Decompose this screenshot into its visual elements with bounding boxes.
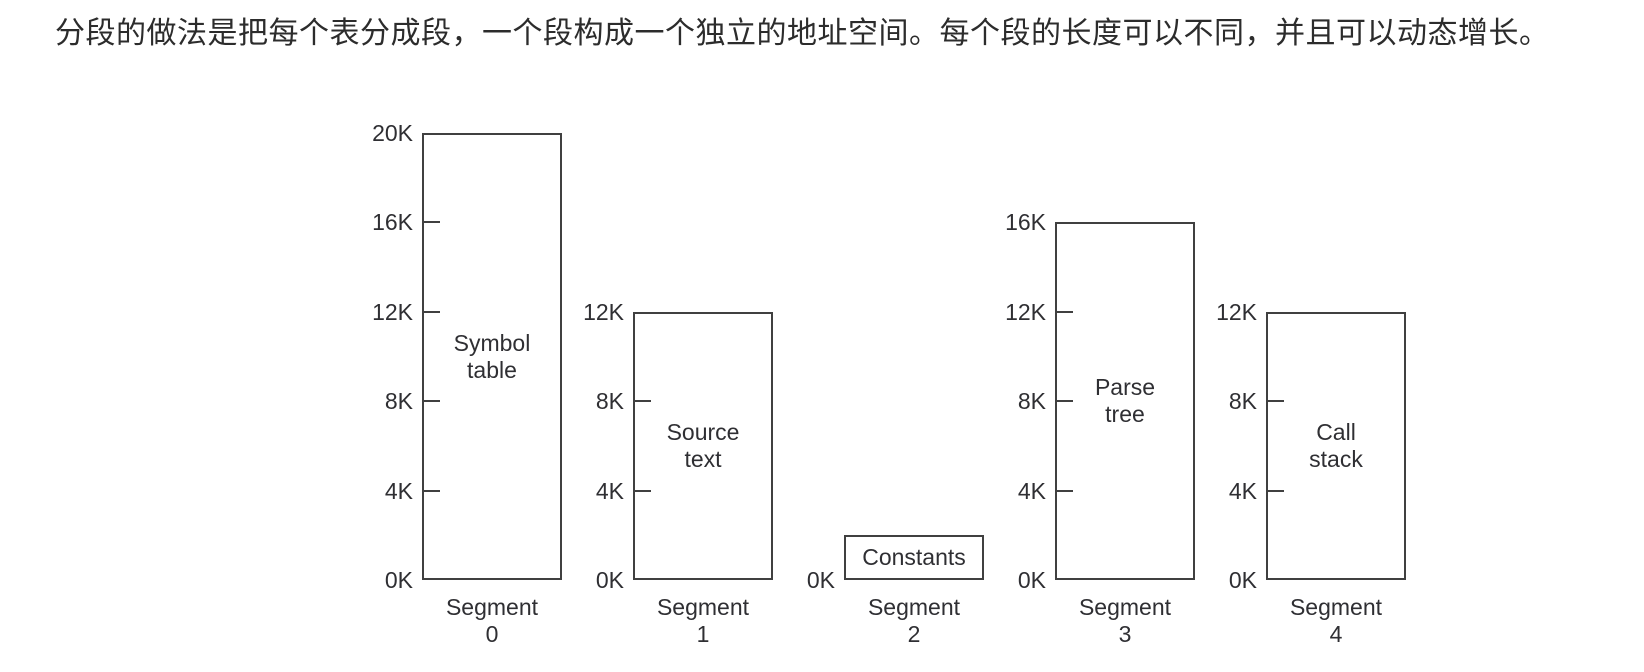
tick-label-8k-segment-3: 8K (1017, 388, 1046, 414)
tick-label-16k-segment-3: 16K (1005, 209, 1046, 235)
tick-label-0k-segment-4: 0K (1228, 567, 1257, 593)
tick-mark (1057, 490, 1073, 492)
segment-2-label: Constants (862, 544, 966, 571)
segment-1-label-line: Source (666, 419, 740, 445)
tick-mark (635, 400, 651, 402)
segment-caption-number: 1 (696, 621, 710, 647)
tick-label-8k-segment-1: 8K (595, 388, 624, 414)
segment-caption-word: Segment (1078, 594, 1172, 620)
tick-mark (1268, 400, 1284, 402)
tick-label-12k-segment-1: 12K (583, 299, 624, 325)
segment-caption-number: 3 (1118, 621, 1132, 647)
tick-mark (1268, 490, 1284, 492)
tick-mark (1057, 311, 1073, 313)
tick-label-4k-segment-1: 4K (595, 478, 624, 504)
tick-label-4k-segment-3: 4K (1017, 478, 1046, 504)
segment-caption-word: Segment (1289, 594, 1383, 620)
tick-label-0k-segment-3: 0K (1017, 567, 1046, 593)
tick-mark (424, 490, 440, 492)
segment-0-label-line: Symbol (453, 329, 531, 356)
segment-caption-word: Segment (867, 594, 961, 620)
segment-2-box: Constants (844, 535, 984, 580)
segment-caption-word: Segment (445, 594, 539, 620)
tick-label-0k-segment-0: 0K (384, 567, 413, 593)
tick-label-20k-segment-0: 20K (372, 120, 413, 146)
segment-0-label-line: table (467, 356, 517, 383)
segment-caption-number: 4 (1329, 621, 1343, 647)
segment-caption-number: 2 (907, 621, 921, 647)
segment-4-label-line: stack (1309, 446, 1363, 472)
segment-caption-word: Segment (656, 594, 750, 620)
segment-3-label-line: Parse (1094, 374, 1156, 400)
segment-caption-number: 0 (485, 621, 499, 647)
tick-label-16k-segment-0: 16K (372, 209, 413, 235)
tick-label-4k-segment-4: 4K (1228, 478, 1257, 504)
tick-label-12k-segment-0: 12K (372, 299, 413, 325)
tick-label-0k-segment-1: 0K (595, 567, 624, 593)
tick-mark (635, 490, 651, 492)
segment-3-label-line: tree (1105, 401, 1145, 427)
tick-label-4k-segment-0: 4K (384, 478, 413, 504)
caption-text: 分段的做法是把每个表分成段，一个段构成一个独立的地址空间。每个段的长度可以不同，… (55, 17, 1550, 50)
tick-mark (424, 311, 440, 313)
tick-label-0k-segment-2: 0K (806, 567, 835, 593)
segment-4-label-line: Call (1316, 419, 1356, 445)
tick-label-12k-segment-4: 12K (1216, 299, 1257, 325)
segment-1-label-line: text (684, 446, 722, 472)
segment-2-label-line: Constants (862, 544, 966, 570)
tick-mark (424, 400, 440, 402)
tick-label-12k-segment-3: 12K (1005, 299, 1046, 325)
tick-mark (1057, 400, 1073, 402)
tick-label-8k-segment-4: 8K (1228, 388, 1257, 414)
tick-label-8k-segment-0: 8K (384, 388, 413, 414)
tick-mark (424, 221, 440, 223)
